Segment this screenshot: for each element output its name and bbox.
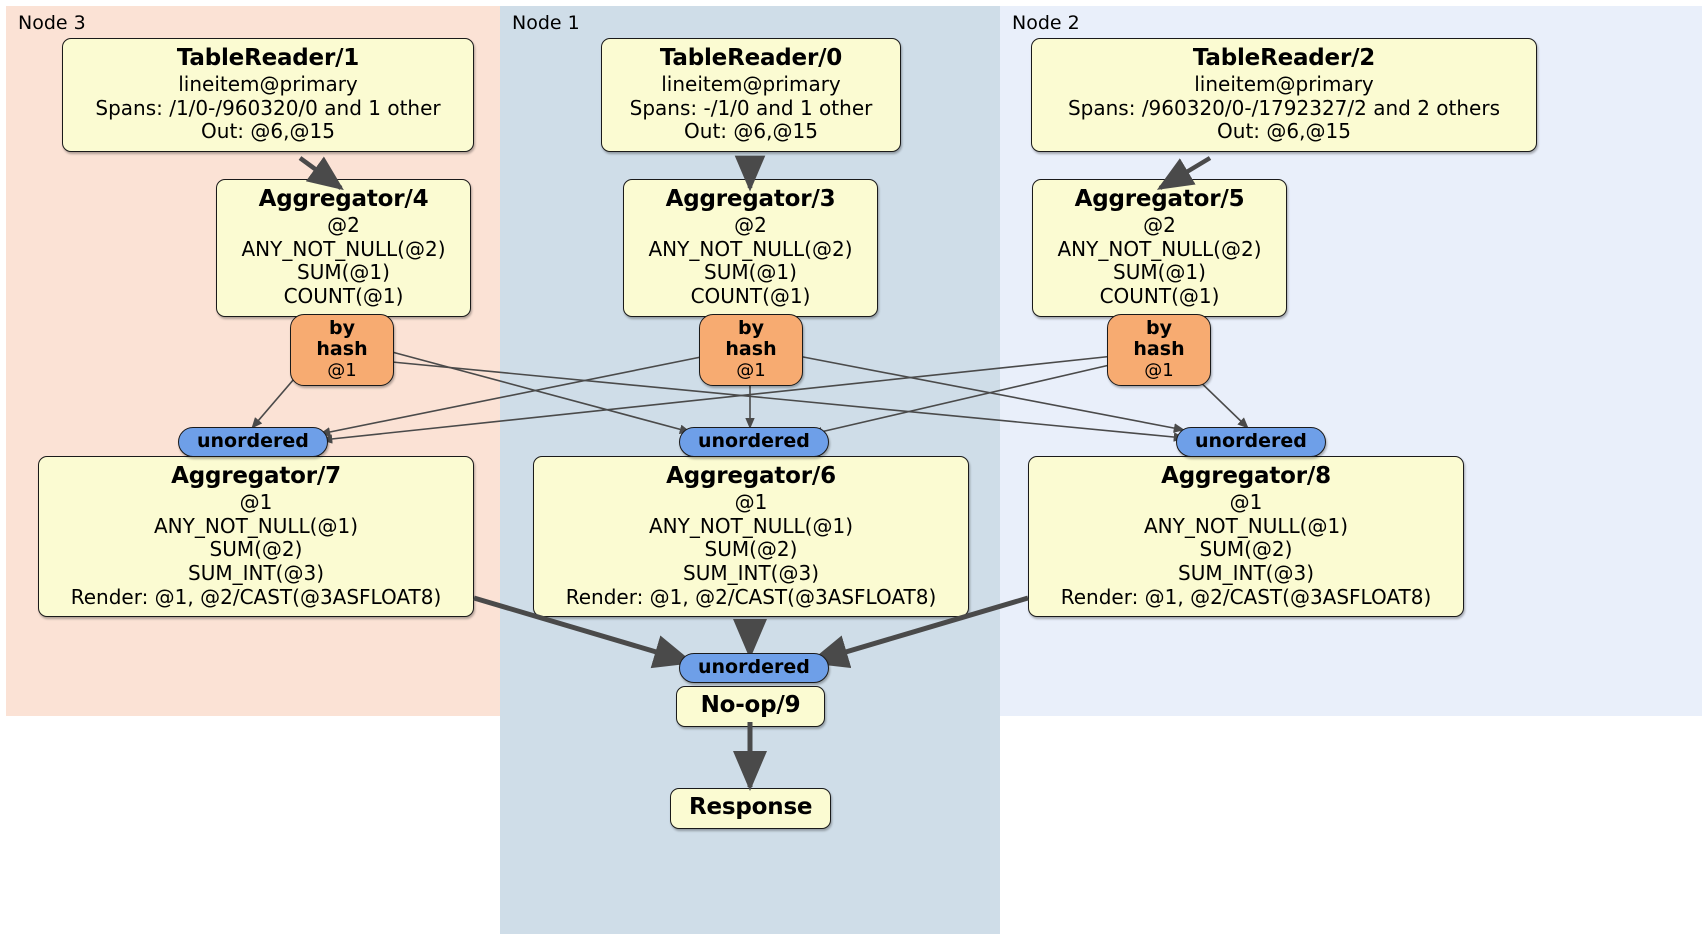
processor-detail: ANY_NOT_NULL(@1)	[1144, 513, 1348, 538]
processor-detail: @2	[734, 213, 767, 238]
synchronizer-label: unordered	[698, 656, 810, 678]
processor-title: Aggregator/3	[665, 186, 836, 212]
router-by-hash-left[interactable]: by hash @1	[290, 314, 394, 386]
processor-response[interactable]: Response	[670, 788, 831, 830]
synchronizer-unordered-final[interactable]: unordered	[679, 653, 829, 684]
processor-title: Response	[689, 794, 813, 820]
node-panel-label-node2: Node 2	[1012, 12, 1080, 34]
processor-detail: SUM(@2)	[209, 537, 303, 562]
router-kind-label: by hash	[316, 317, 368, 361]
router-kind-label: by hash	[1133, 317, 1185, 361]
processor-detail: ANY_NOT_NULL(@1)	[154, 513, 358, 538]
processor-title: No-op/9	[700, 692, 801, 718]
processor-detail: Out: @6,@15	[684, 119, 818, 144]
processor-table-reader-2[interactable]: TableReader/2 lineitem@primary Spans: /9…	[1031, 38, 1537, 152]
processor-detail: @2	[1143, 213, 1176, 238]
processor-detail: SUM(@1)	[297, 260, 390, 285]
processor-detail: SUM_INT(@3)	[1178, 560, 1314, 585]
router-column-label: @1	[1144, 359, 1174, 381]
processor-detail: lineitem@primary	[661, 72, 841, 97]
processor-detail: SUM(@1)	[704, 260, 797, 285]
node-panel-label-node1: Node 1	[512, 12, 580, 34]
synchronizer-label: unordered	[698, 430, 810, 452]
processor-title: Aggregator/8	[1161, 463, 1331, 489]
processor-detail: COUNT(@1)	[1099, 283, 1220, 308]
processor-detail: SUM_INT(@3)	[188, 560, 324, 585]
processor-title: Aggregator/4	[258, 186, 429, 212]
processor-detail: lineitem@primary	[1194, 72, 1374, 97]
synchronizer-label: unordered	[1195, 430, 1307, 452]
node-panel-label-node3: Node 3	[18, 12, 86, 34]
processor-aggregator-4[interactable]: Aggregator/4 @2 ANY_NOT_NULL(@2) SUM(@1)…	[216, 179, 471, 317]
processor-detail: @2	[327, 213, 360, 238]
synchronizer-unordered-right[interactable]: unordered	[1176, 427, 1326, 458]
router-column-label: @1	[736, 359, 766, 381]
processor-aggregator-8[interactable]: Aggregator/8 @1 ANY_NOT_NULL(@1) SUM(@2)…	[1028, 456, 1464, 618]
processor-detail: Render: @1, @2/CAST(@3ASFLOAT8)	[70, 584, 442, 609]
processor-title: TableReader/0	[659, 45, 843, 71]
processor-detail: Spans: /1/0-/960320/0 and 1 other	[95, 95, 441, 120]
processor-detail: ANY_NOT_NULL(@2)	[648, 236, 853, 261]
processor-detail: Out: @6,@15	[201, 119, 335, 144]
processor-title: TableReader/1	[176, 45, 360, 71]
synchronizer-unordered-left[interactable]: unordered	[178, 427, 328, 458]
processor-noop-9[interactable]: No-op/9	[676, 686, 825, 728]
processor-title: TableReader/2	[1192, 45, 1376, 71]
processor-detail: lineitem@primary	[178, 72, 358, 97]
processor-detail: Out: @6,@15	[1217, 119, 1351, 144]
processor-detail: @1	[239, 490, 273, 515]
synchronizer-unordered-center[interactable]: unordered	[679, 427, 829, 458]
processor-title: Aggregator/7	[171, 463, 341, 489]
router-kind-label: by hash	[725, 317, 777, 361]
processor-detail: SUM(@1)	[1113, 260, 1206, 285]
processor-title: Aggregator/5	[1074, 186, 1245, 212]
processor-table-reader-1[interactable]: TableReader/1 lineitem@primary Spans: /1…	[62, 38, 474, 152]
processor-detail: ANY_NOT_NULL(@2)	[1057, 236, 1262, 261]
processor-aggregator-7[interactable]: Aggregator/7 @1 ANY_NOT_NULL(@1) SUM(@2)…	[38, 456, 474, 618]
processor-table-reader-0[interactable]: TableReader/0 lineitem@primary Spans: -/…	[601, 38, 901, 152]
processor-detail: COUNT(@1)	[283, 283, 404, 308]
processor-detail: Render: @1, @2/CAST(@3ASFLOAT8)	[565, 584, 937, 609]
processor-detail: SUM_INT(@3)	[683, 560, 819, 585]
processor-aggregator-6[interactable]: Aggregator/6 @1 ANY_NOT_NULL(@1) SUM(@2)…	[533, 456, 969, 618]
processor-detail: @1	[734, 490, 768, 515]
router-column-label: @1	[327, 359, 357, 381]
processor-detail: Spans: -/1/0 and 1 other	[629, 95, 873, 120]
processor-detail: ANY_NOT_NULL(@2)	[241, 236, 446, 261]
processor-aggregator-5[interactable]: Aggregator/5 @2 ANY_NOT_NULL(@2) SUM(@1)…	[1032, 179, 1287, 317]
router-by-hash-center[interactable]: by hash @1	[699, 314, 803, 386]
processor-detail: COUNT(@1)	[690, 283, 811, 308]
processor-detail: Render: @1, @2/CAST(@3ASFLOAT8)	[1060, 584, 1432, 609]
processor-title: Aggregator/6	[666, 463, 836, 489]
processor-detail: ANY_NOT_NULL(@1)	[649, 513, 853, 538]
processor-aggregator-3[interactable]: Aggregator/3 @2 ANY_NOT_NULL(@2) SUM(@1)…	[623, 179, 878, 317]
processor-detail: SUM(@2)	[1199, 537, 1293, 562]
processor-detail: @1	[1229, 490, 1263, 515]
router-by-hash-right[interactable]: by hash @1	[1107, 314, 1211, 386]
synchronizer-label: unordered	[197, 430, 309, 452]
processor-detail: SUM(@2)	[704, 537, 798, 562]
processor-detail: Spans: /960320/0-/1792327/2 and 2 others	[1067, 95, 1500, 120]
